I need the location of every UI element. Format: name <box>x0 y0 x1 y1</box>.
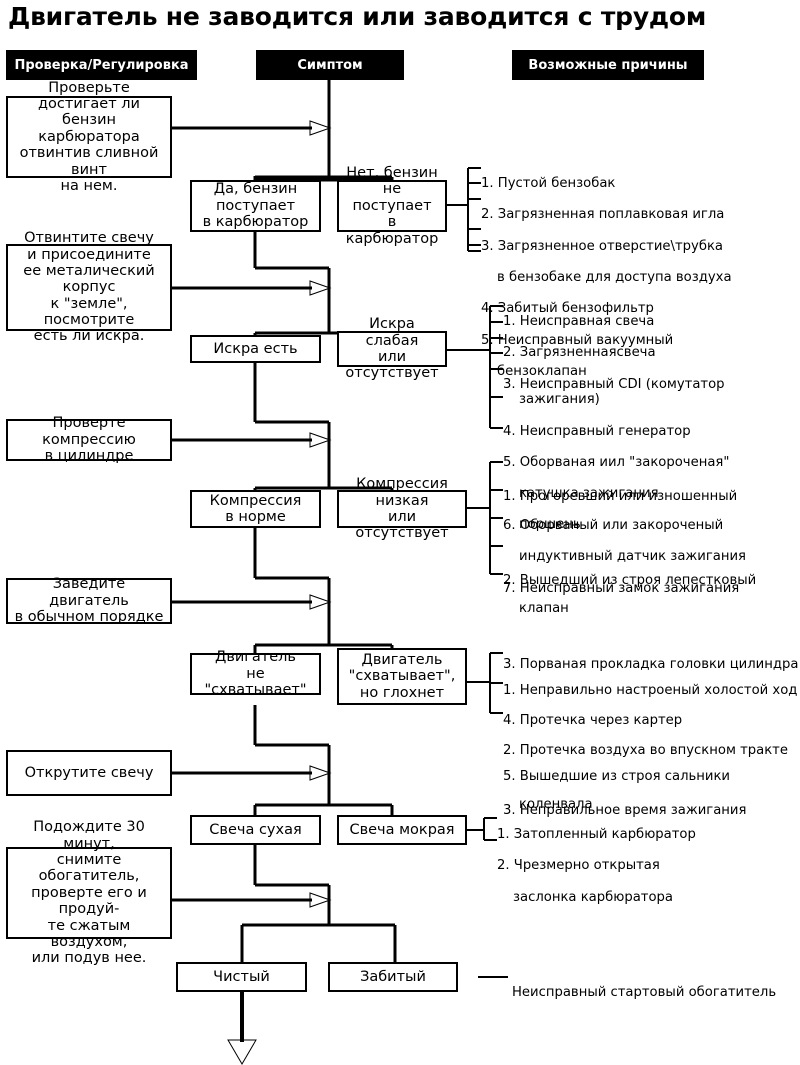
action-box-4[interactable]: Заведите двигатель в обычном порядке <box>6 576 172 625</box>
cause-item: 3. Порваная прокладка головки цилиндра <box>503 656 799 672</box>
cause-item: 5. Неисправный вакуумный <box>481 332 674 348</box>
cause-item-cont: в бензобаке для доступа воздуха <box>497 269 732 285</box>
symptom-box-6-clean[interactable]: Чистый <box>176 962 307 992</box>
symptom-box-5-wet[interactable]: Свеча мокрая <box>337 815 467 845</box>
symptom-box-4-nofire[interactable]: Двигатель не "схватывает" <box>190 649 321 698</box>
cause-item: 2. Загрязненная поплавковая игла <box>481 207 725 223</box>
cause-list-1: 1. Пустой бензобак 2. Загрязненная попла… <box>481 160 799 396</box>
page-title: Двигатель не заводится или заводится с т… <box>8 2 707 31</box>
cause-item: 4. Протечка через картер <box>503 712 683 728</box>
cause-list-5: 1. Затопленный карбюратор 2. Чрезмерно о… <box>497 811 794 921</box>
cause-item-cont: катушка зажигания <box>519 486 659 502</box>
symptom-box-6-clogged[interactable]: Забитый <box>328 962 458 992</box>
action-box-5[interactable]: Открутите свечу <box>6 750 172 796</box>
symptom-box-3-low[interactable]: Компрессия низкая или отсутствует <box>337 476 467 541</box>
cause-item: 5. Вышедшие из строя сальники коленвала <box>503 768 731 812</box>
cause-list-3: 1. Прогоревший или изношенный поршень 2.… <box>503 455 800 847</box>
cause-item-cont: заслонка карбюратора <box>513 889 674 905</box>
cause-item: Неисправный стартовый обогатитель <box>512 984 777 1000</box>
symptom-box-2-yes[interactable]: Искра есть <box>190 335 321 363</box>
action-box-3[interactable]: Проверте компрессию в цилиндре <box>6 415 172 464</box>
action-box-2[interactable]: Отвинтите свечу и присоедините ее метали… <box>6 230 172 344</box>
cause-list-4: 1. Неправильно настроеный холостой ход 2… <box>503 646 800 856</box>
cause-item: 2. Загрязненнаясвеча <box>503 345 656 361</box>
cause-item: 2. Вышедший из строя лепестковый клапан <box>503 572 757 616</box>
cause-item: 2. Протечка воздуха во впускном тракте <box>503 742 788 758</box>
cause-item: 1. Неправильно настроеный холостой ход <box>503 682 798 698</box>
symptom-box-1-yes[interactable]: Да, бензин поступает в карбюратор <box>190 180 321 232</box>
cause-item: 6. Оборваный или закороченый <box>503 517 724 533</box>
symptom-box-4-stalls[interactable]: Двигатель "схватывает", но глохнет <box>337 648 467 705</box>
cause-item: 3. Загрязненное отверстие\трубка <box>481 238 724 254</box>
cause-item-cont: бензоклапан <box>497 364 587 380</box>
symptom-box-2-no[interactable]: Искра слабая или отсутствует <box>337 316 447 381</box>
symptom-box-1-no[interactable]: Нет, бензин не поступает в карбюратор <box>337 165 447 247</box>
cause-item: 3. Неправильное время зажигания <box>503 802 747 818</box>
cause-item: 1. Прогоревший или изношенный поршень <box>503 488 738 532</box>
cause-item: 1. Затопленный карбюратор <box>497 826 696 842</box>
symptom-box-3-normal[interactable]: Компрессия в норме <box>190 490 321 528</box>
symptom-box-5-dry[interactable]: Свеча сухая <box>190 815 321 845</box>
column-header-check: Проверка/Регулировка <box>6 50 197 80</box>
cause-item: 3. Неисправный CDI (комутатор зажигания) <box>503 376 725 408</box>
column-header-symptom: Симптом <box>256 50 404 80</box>
cause-item: 2. Чрезмерно открытая <box>497 858 660 874</box>
cause-item: 5. Оборваная иил "закороченая" <box>503 455 730 471</box>
cause-list-6: Неисправный стартовый обогатитель <box>512 969 800 1016</box>
action-box-6[interactable]: Подождите 30 минут, снимите обогатитель,… <box>6 819 172 966</box>
cause-item: 1. Пустой бензобак <box>481 175 616 191</box>
cause-item: 1. Неисправная свеча <box>503 313 655 329</box>
cause-item-cont: индуктивный датчик зажигания <box>519 549 746 565</box>
cause-item: 4. Неисправный генератор <box>503 423 691 439</box>
cause-item: 7. Неисправный замок зажигания <box>503 580 740 596</box>
action-box-1[interactable]: Проверьте достигает ли бензин карбюратор… <box>6 80 172 194</box>
cause-list-2: 1. Неисправная свеча 2. Загрязненнаясвеч… <box>503 298 800 612</box>
column-header-causes: Возможные причины <box>512 50 704 80</box>
cause-item: 4. Забитый бензофильтр <box>481 301 654 317</box>
